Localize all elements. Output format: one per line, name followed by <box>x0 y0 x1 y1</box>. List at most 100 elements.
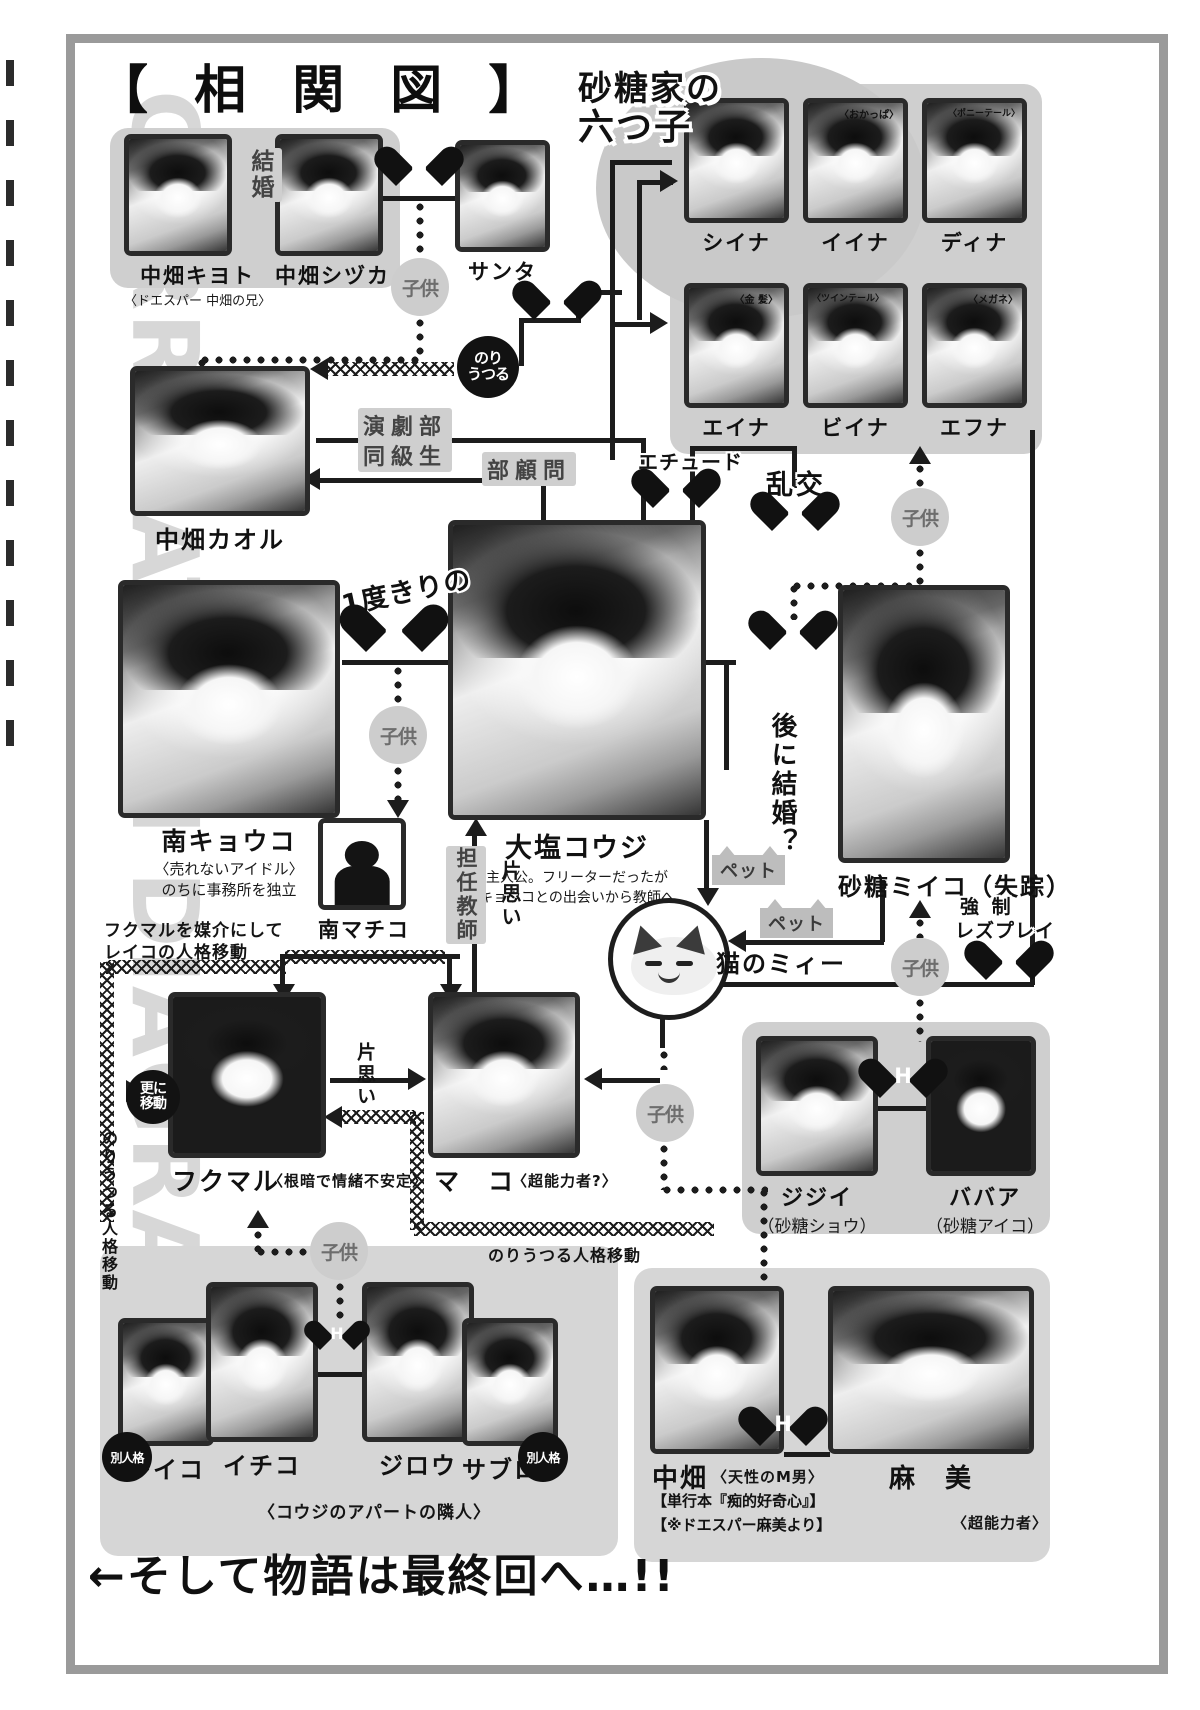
name-dina: ディナ <box>940 231 1009 255</box>
label-unrequited-koji: 片思い <box>498 860 522 929</box>
subtitle-mako: 〈超能力者?〉 <box>512 1172 618 1190</box>
badge-child-machiko: 子供 <box>369 706 427 764</box>
character-card-reiko[interactable]: レイコ <box>118 1318 214 1485</box>
character-card-eina[interactable]: 〈金 髪〉 エイナ <box>684 283 789 442</box>
note-nakahata-1: 【単行本『痴的好奇心』】 <box>652 1492 825 1510</box>
bracket-sextuplets-spine <box>610 160 615 460</box>
portrait-cat <box>608 898 730 1020</box>
portrait-saburo <box>462 1318 558 1446</box>
dot-child-jijii-down <box>916 996 924 1042</box>
label-homeroom-teacher: 担任教師 <box>446 846 486 944</box>
binding-tick <box>6 60 14 86</box>
dot-link-child-down <box>416 316 424 360</box>
link-into-mako-right <box>598 1078 660 1083</box>
name-kyoko: 南キョウコ <box>161 827 297 856</box>
tag-biina: 〈ツインテール〉 <box>812 294 885 304</box>
subtitle-kiyoto: 〈ドエスパー 中畑の兄〉 <box>124 294 272 309</box>
heart-letter: H <box>548 286 566 310</box>
zigzag-noriutsuru-kaoru <box>326 362 454 376</box>
bracket-sextuplets-inner <box>637 180 642 320</box>
link-jijii-babaa <box>878 1106 928 1111</box>
badge-child-jijii: 子供 <box>891 938 949 996</box>
sextuplets-heading-line1: 砂糖家の <box>578 69 722 109</box>
dot-child-fukumaru-h <box>254 1248 324 1256</box>
name-kaoru: 中畑カオル <box>155 526 285 554</box>
heart-badge-santa-sextuplets: H <box>507 275 607 324</box>
subtitle-asami: 〈超能力者〉 <box>952 1514 1049 1532</box>
bracket-sextuplets-mid <box>610 322 656 327</box>
link-orgy-up <box>792 446 797 488</box>
name-fukumaru: フクマル <box>172 1167 281 1196</box>
heart-badge-kyoko-koji: H <box>333 598 455 658</box>
label-marriage: 結婚 <box>238 148 282 202</box>
character-card-ichiko[interactable]: イチコ <box>206 1282 318 1481</box>
character-card-machiko[interactable]: 南マチコ <box>318 818 410 944</box>
name-jijii: ジジイ <box>780 1186 853 1211</box>
character-card-santa[interactable]: サンタ <box>455 140 550 286</box>
link-nakahata-asami <box>784 1452 830 1457</box>
heart-badge-koji-miiko: H <box>743 605 843 654</box>
tag-dina: 〈ポニーテール〉 <box>947 109 1020 119</box>
character-card-nakahata[interactable]: 中畑 <box>650 1286 784 1495</box>
link-advisor-down <box>541 478 546 520</box>
character-card-shiina[interactable]: シイナ <box>684 98 789 257</box>
heart-letter: H <box>330 1324 344 1343</box>
character-card-miiko[interactable]: 砂糖ミイコ（失踪） <box>838 585 1072 902</box>
arrow-to-machiko <box>387 800 409 818</box>
arrow-miiko-cat <box>728 930 746 952</box>
badge-child-mako: 子供 <box>636 1084 694 1142</box>
name-babaa: ババア <box>949 1186 1022 1211</box>
portrait-eina: 〈金 髪〉 <box>684 283 789 408</box>
binding-tick <box>6 720 14 746</box>
character-card-asami[interactable]: 麻 美 <box>828 1286 1034 1495</box>
portrait-jiro <box>362 1282 474 1442</box>
character-card-jijii[interactable]: ジジイ （砂糖ショウ） <box>756 1036 878 1237</box>
name-ichiko: イチコ <box>223 1452 301 1480</box>
badge-alt-personality-reiko: 別人格 <box>102 1432 152 1482</box>
zigzag-possession-mid <box>285 950 445 964</box>
character-card-mako[interactable]: マ コ <box>428 992 580 1198</box>
label-drama-club-1: 演劇部 <box>358 408 453 442</box>
arrow-into-mako-right <box>584 1068 602 1090</box>
character-card-fukumaru[interactable]: フクマル <box>168 992 326 1198</box>
link-forced-h <box>1008 982 1034 987</box>
character-card-kiyoto[interactable]: 中畑キヨト 〈ドエスパー 中畑の兄〉 <box>124 134 271 309</box>
heart-badge-etude: H <box>626 463 726 512</box>
arrow-mako-fukumaru <box>324 1106 342 1128</box>
character-card-efuna[interactable]: 〈メガネ〉 エフナ <box>922 283 1027 442</box>
name-mako: マ コ <box>434 1167 516 1196</box>
tag-eina: 〈金 髪〉 <box>734 295 778 306</box>
label-unrequited-fukumaru: 片思い <box>352 1042 379 1113</box>
character-card-biina[interactable]: 〈ツインテール〉 ビイナ <box>803 283 908 442</box>
label-pet-koji: ペット <box>712 846 785 885</box>
heart-letter: H <box>894 1064 912 1088</box>
dot-child-neighbors-down <box>336 1280 344 1324</box>
link-kaoru-dramaclub <box>316 438 646 443</box>
badge-further-move-line1: 更に <box>140 1081 167 1098</box>
character-card-dina[interactable]: 〈ポニーテール〉 ディナ <box>922 98 1027 257</box>
link-miiko-cat-v <box>880 880 885 942</box>
zigzag-bottom-right <box>414 1222 714 1236</box>
tag-efuna: 〈メガネ〉 <box>968 295 1018 306</box>
character-card-koji[interactable]: 大塩コウジ 主人公。フリーターだったが キョウコとの出会いから教師へ <box>448 520 706 907</box>
character-card-iina[interactable]: 〈おかっぱ〉 イイナ <box>803 98 908 257</box>
portrait-ichiko <box>206 1282 318 1442</box>
character-card-kaoru[interactable]: 中畑カオル <box>130 366 310 555</box>
heart-letter: H <box>1000 946 1018 970</box>
character-card-jiro[interactable]: ジロウ <box>362 1282 474 1481</box>
character-card-shizuka[interactable]: 中畑シヅカ <box>275 134 390 290</box>
subtitle-kyoko-2: のちに事務所を独立 <box>161 881 297 899</box>
bracket-sextuplets-inner-top <box>637 180 673 185</box>
badge-noriutsuru-line1: のり <box>473 349 503 368</box>
character-card-babaa[interactable]: ババア （砂糖アイコ） <box>926 1036 1044 1237</box>
character-card-kyoko[interactable]: 南キョウコ 〈売れないアイドル〉 のちに事務所を独立 <box>118 580 340 900</box>
tag-iina: 〈おかっぱ〉 <box>839 110 899 121</box>
dot-child-mako-up <box>660 1048 668 1070</box>
portrait-shiina <box>684 98 789 223</box>
link-koji-cat-v <box>704 820 709 892</box>
portrait-kaoru <box>130 366 310 516</box>
binding-tick <box>6 180 14 206</box>
label-unrequited-fukumaru-text: 片思い <box>354 1042 376 1108</box>
arrow-homeroom-up <box>465 818 487 836</box>
